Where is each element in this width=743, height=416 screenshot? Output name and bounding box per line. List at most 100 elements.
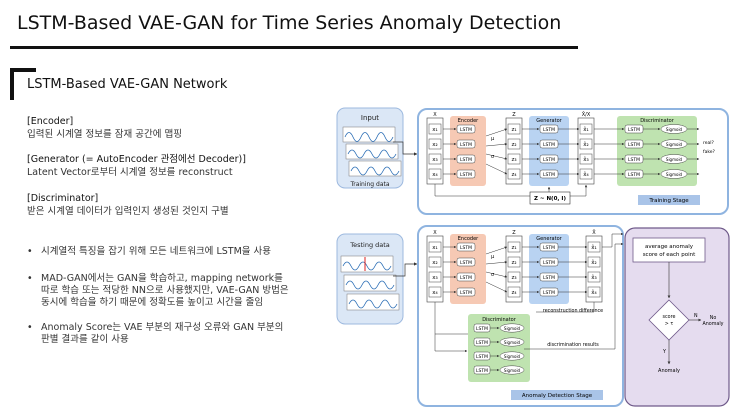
x-item: x₄ bbox=[432, 172, 438, 178]
lstm-cell: LSTM bbox=[543, 275, 555, 281]
bullet-line: Anomaly Score는 VAE 부분의 재구성 오류와 GAN 부분의 bbox=[41, 322, 284, 333]
architecture-figure: Input Training data Testing data X x₁ x₂… bbox=[333, 106, 735, 408]
lstm-cell: LSTM bbox=[460, 290, 472, 296]
z-column bbox=[505, 235, 523, 303]
no-anomaly-label: Anomaly bbox=[702, 321, 723, 327]
lstm-cell: LSTM bbox=[460, 127, 472, 133]
sigmoid-node: Sigmoid bbox=[504, 354, 521, 359]
section-marker-horizontal bbox=[10, 68, 36, 72]
x-item: x₄ bbox=[432, 290, 438, 296]
average-score-label: average anomaly bbox=[645, 244, 694, 250]
sigmoid-node: Sigmoid bbox=[666, 142, 683, 147]
sigmoid-node: Sigmoid bbox=[666, 157, 683, 162]
sigma-label: σ bbox=[491, 272, 495, 278]
discriminator-label: Discriminator bbox=[640, 118, 675, 124]
section-marker-vertical bbox=[10, 68, 14, 100]
lstm-cell: LSTM bbox=[476, 326, 488, 332]
z-item: z₄ bbox=[511, 172, 517, 178]
bullet-line: 따로 학습 또는 적당한 NN으로 사용했지만, VAE-GAN 방법은 bbox=[41, 285, 289, 296]
average-score-label: score of each point bbox=[643, 252, 696, 258]
sigma-label: σ bbox=[491, 154, 495, 160]
sigmoid-node: Sigmoid bbox=[504, 326, 521, 331]
encoder-block: [Encoder] 입력된 시계열 정보를 잠재 공간에 맵핑 bbox=[27, 115, 182, 141]
generator-box bbox=[529, 116, 569, 186]
prior-box bbox=[529, 191, 571, 205]
xhat-column bbox=[577, 117, 595, 185]
training-data-label: Training data bbox=[349, 181, 389, 188]
z-item: z₃ bbox=[511, 157, 516, 163]
z-item: z₄ bbox=[511, 290, 517, 296]
lstm-cell: LSTM bbox=[460, 157, 472, 163]
z-item: z₂ bbox=[511, 142, 516, 148]
decision-label: > τ bbox=[665, 321, 674, 327]
generator-box bbox=[529, 234, 569, 304]
lstm-cell: LSTM bbox=[460, 172, 472, 178]
x-item: x₁ bbox=[432, 245, 437, 251]
z-column-label: Z bbox=[512, 230, 516, 236]
generator-label: Generator bbox=[536, 236, 562, 242]
encoder-label: Encoder bbox=[458, 118, 479, 124]
generator-block: [Generator (= AutoEncoder 관점에선 Decoder)]… bbox=[27, 153, 246, 179]
lstm-cell: LSTM bbox=[628, 127, 640, 133]
x-item: x₁ bbox=[432, 127, 437, 133]
encoder-box bbox=[450, 234, 486, 304]
xhat-item: x̂₁ bbox=[591, 245, 596, 251]
lstm-cell: LSTM bbox=[460, 245, 472, 251]
architecture-diagram: Input Training data Testing data X x₁ x₂… bbox=[336, 107, 730, 407]
decision-label: score bbox=[663, 314, 676, 320]
discriminator-label: Discriminator bbox=[482, 317, 517, 323]
generator-label: Generator bbox=[536, 118, 562, 124]
no-branch-label: N bbox=[694, 313, 698, 319]
block-description: 받은 시계열 데이터가 입력인지 생성된 것인지 구별 bbox=[27, 206, 229, 217]
mu-label: μ bbox=[491, 136, 495, 142]
sigmoid-node: Sigmoid bbox=[504, 340, 521, 345]
block-description: Latent Vector로부터 시계열 정보를 reconstruct bbox=[27, 167, 233, 178]
block-description: 입력된 시계열 정보를 잠재 공간에 맵핑 bbox=[27, 129, 182, 140]
xhat-column-label: X̂/X bbox=[582, 111, 591, 118]
discriminator-block: [Discriminator] 받은 시계열 데이터가 입력인지 생성된 것인지… bbox=[27, 192, 229, 218]
anomaly-label: Anomaly bbox=[658, 368, 680, 374]
z-item: z₁ bbox=[511, 127, 516, 133]
anomaly-stage-tag bbox=[511, 390, 603, 400]
bullet-list: 시계열적 특징을 잡기 위해 모든 네트워크에 LSTM을 사용 MAD-GAN… bbox=[27, 246, 289, 359]
recon-diff-label: reconstruction difference bbox=[543, 308, 603, 314]
lstm-cell: LSTM bbox=[460, 260, 472, 266]
lstm-cell: LSTM bbox=[460, 142, 472, 148]
testing-waveforms bbox=[340, 255, 400, 311]
yes-branch-label: Y bbox=[662, 349, 666, 355]
x-item: x₂ bbox=[432, 260, 437, 266]
xhat-item: x̂₁ bbox=[583, 127, 588, 133]
input-label: Input bbox=[361, 114, 379, 122]
bullet-item: 시계열적 특징을 잡기 위해 모든 네트워크에 LSTM을 사용 bbox=[27, 246, 289, 258]
lstm-cell: LSTM bbox=[543, 245, 555, 251]
x-item: x₃ bbox=[432, 275, 437, 281]
lstm-cell: LSTM bbox=[628, 157, 640, 163]
prior-label: Z ~ N(0, I) bbox=[534, 196, 566, 202]
sigmoid-node: Sigmoid bbox=[666, 172, 683, 177]
testing-data-label: Testing data bbox=[349, 241, 390, 249]
lstm-cell: LSTM bbox=[543, 142, 555, 148]
real-label: real? bbox=[703, 140, 715, 146]
lstm-cell: LSTM bbox=[543, 260, 555, 266]
title-underline bbox=[10, 46, 578, 49]
lstm-cell: LSTM bbox=[628, 142, 640, 148]
x-item: x₃ bbox=[432, 157, 437, 163]
lstm-cell: LSTM bbox=[543, 290, 555, 296]
lstm-cell: LSTM bbox=[476, 368, 488, 374]
x-column-label: X bbox=[433, 230, 437, 236]
xhat-column-label: X̂ bbox=[592, 229, 596, 236]
xhat-item: x̂₂ bbox=[583, 142, 588, 148]
fake-label: fake? bbox=[703, 149, 716, 155]
no-anomaly-label: No bbox=[710, 315, 717, 321]
lstm-cell: LSTM bbox=[543, 157, 555, 163]
xhat-item: x̂₄ bbox=[583, 172, 589, 178]
encoder-label: Encoder bbox=[458, 236, 479, 242]
encoder-box bbox=[450, 116, 486, 186]
sigmoid-node: Sigmoid bbox=[666, 127, 683, 132]
slide-title: LSTM-Based VAE-GAN for Time Series Anoma… bbox=[17, 12, 562, 34]
x-item: x₂ bbox=[432, 142, 437, 148]
average-score-box bbox=[632, 237, 706, 263]
z-item: z₃ bbox=[511, 275, 516, 281]
xhat-item: x̂₃ bbox=[583, 157, 588, 163]
training-stage-label: Training Stage bbox=[648, 198, 689, 204]
